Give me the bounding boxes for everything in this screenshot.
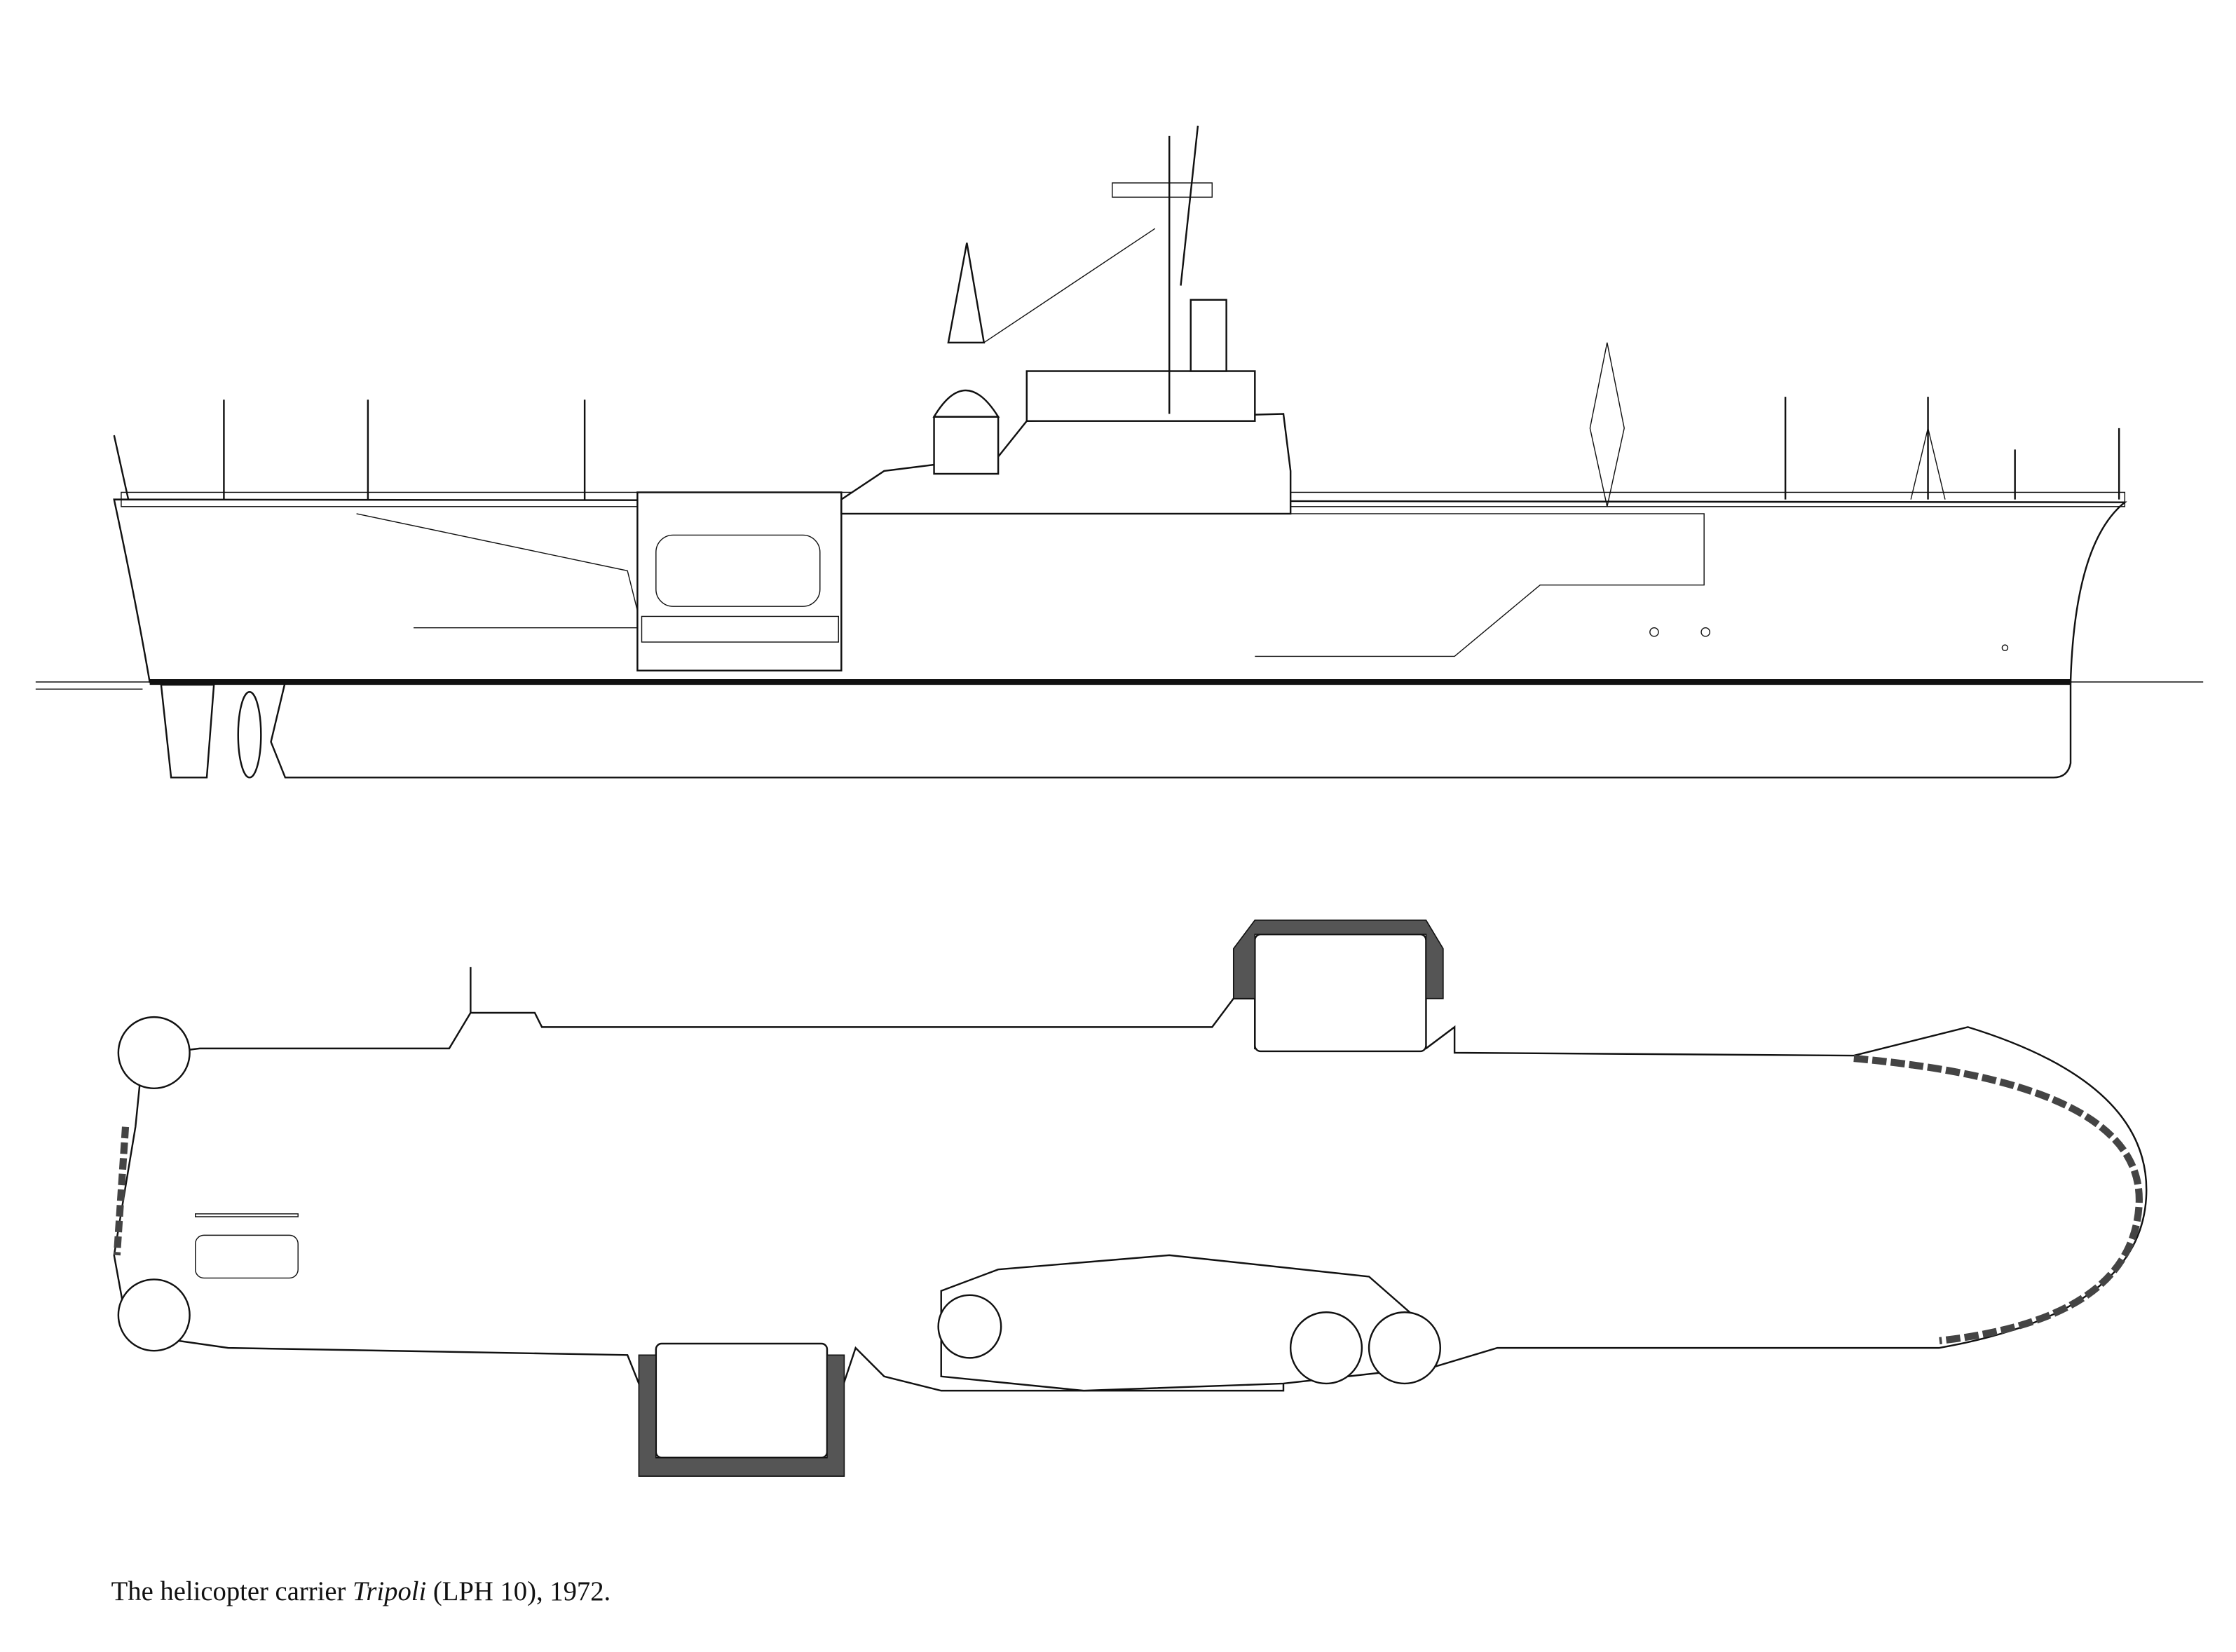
deck-marking-pad [195,1234,299,1279]
elevator-opening [655,534,821,607]
deck-marking [195,1213,299,1217]
sponson-fwd [1255,513,1705,657]
radar-array [1189,299,1227,372]
propeller [237,691,262,779]
radome-base [933,416,1000,475]
plan-view [113,919,2148,1477]
deck-masts [113,397,2120,500]
figure-caption: The helicopter carrier Tripoli (LPH 10),… [111,1577,611,1606]
hull-below-water [270,681,2072,779]
caption-prefix: The helicopter carrier [111,1577,353,1606]
aft-elevator-frame [638,1354,845,1477]
stern-catwalk [113,1126,130,1256]
rudder [160,683,215,779]
bow-catwalk [1853,1055,2143,1344]
fwd-elevator [1254,933,1427,1053]
stay [983,228,1156,343]
bridge [1025,370,1256,422]
radome [932,389,1000,418]
stern-mount-2 [117,1278,191,1352]
caption-suffix: (LPH 10), 1972. [426,1577,611,1606]
gun-mount-2 [1368,1311,1442,1385]
radome-plan [937,1294,1002,1359]
hull-above-water [113,498,2127,683]
topmast [1180,125,1199,286]
gun-mount-1 [1289,1311,1363,1385]
sponson [356,513,643,629]
profile-view [35,125,2204,779]
stern-mount-1 [117,1016,191,1090]
fwd-antenna [1589,342,1625,507]
portholes [1649,627,2009,651]
tacan-antenna [947,243,986,344]
yardarm [1112,182,1213,198]
caption-ship-name: Tripoli [353,1577,426,1606]
elevator-truss [641,615,839,643]
fwd-elevator-frame [1232,919,1444,999]
aft-elevator [636,491,843,671]
aft-elevator-plan [655,1342,829,1459]
fwd-tripod [1910,428,1946,500]
island [840,413,1292,515]
